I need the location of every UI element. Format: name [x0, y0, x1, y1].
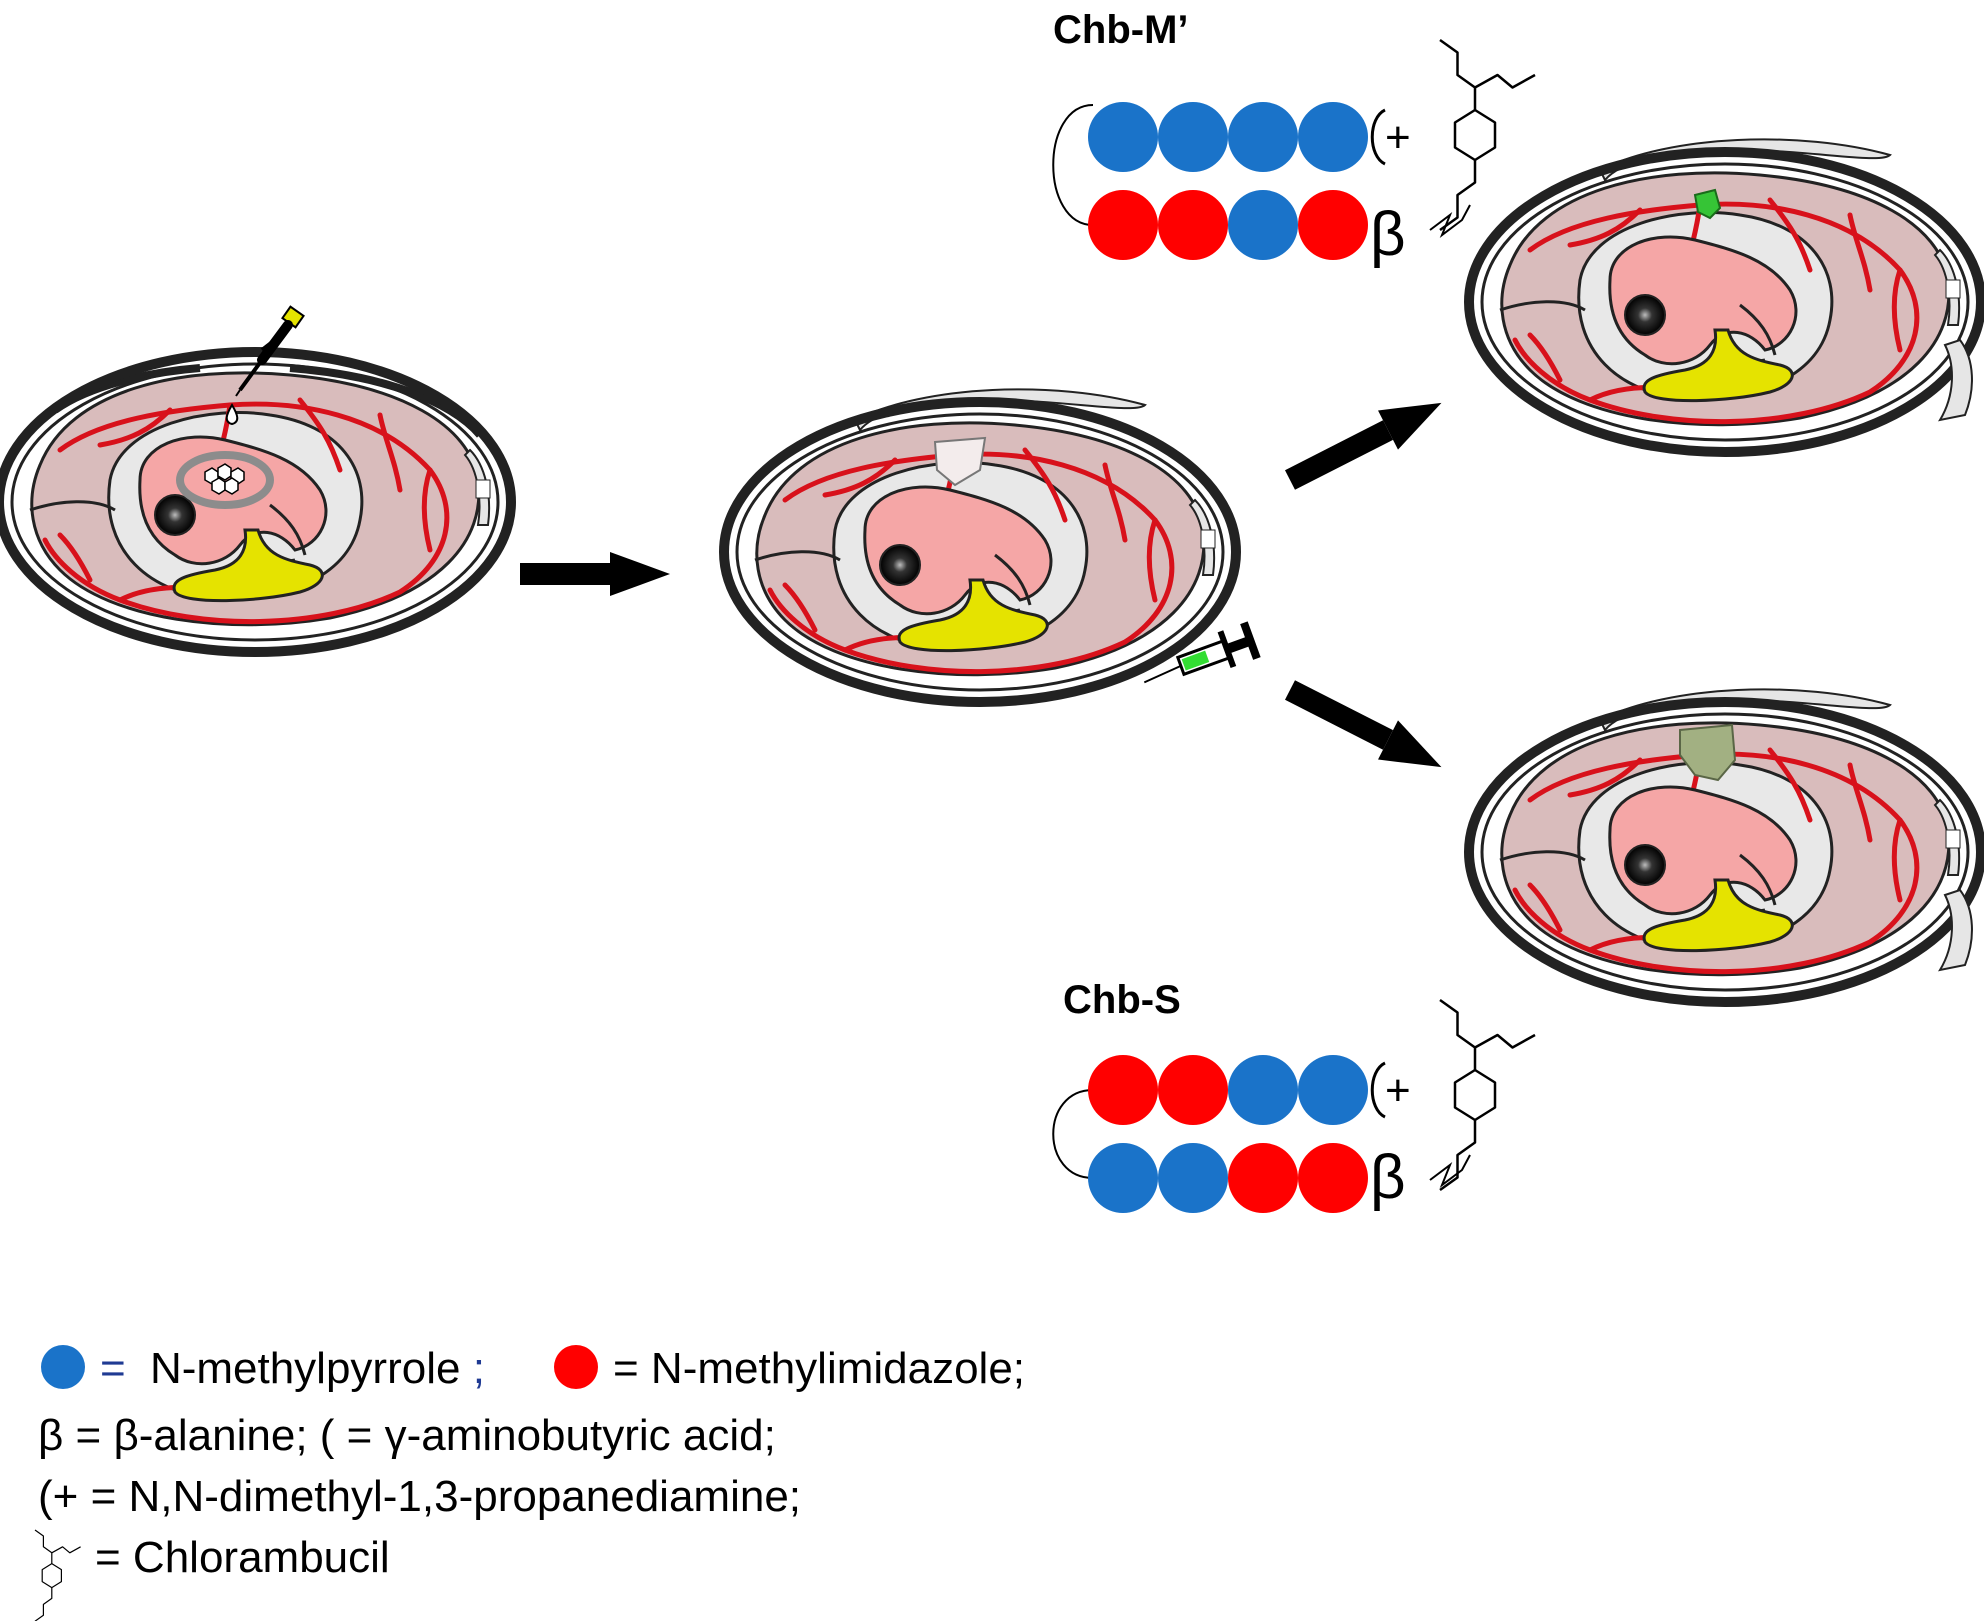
compound-chb-s: Chb-S + β — [1052, 978, 1537, 1213]
monomer-circle — [1228, 1143, 1298, 1213]
legend-pyrrole-eq: = — [100, 1344, 126, 1393]
arrow-to-chb-m — [1285, 383, 1452, 490]
monomer-circle — [1088, 190, 1158, 260]
pipette-icon — [225, 305, 305, 426]
compound-title-chb-s: Chb-S — [1063, 978, 1181, 1022]
gaba-parenthesis — [1370, 1061, 1386, 1119]
beta-alanine-symbol: β — [1370, 1143, 1406, 1212]
monomer-circle — [1228, 1055, 1298, 1125]
egg-chb-m-result — [1469, 138, 1981, 452]
chlorambucil-structure — [1438, 998, 1537, 1192]
egg-chb-s-result — [1469, 688, 1981, 1002]
bottom-lower-row — [1088, 1143, 1368, 1213]
monomer-circle — [1158, 1055, 1228, 1125]
legend-chlorambucil-icon — [34, 1529, 82, 1621]
compound-title-chb-m: Chb-M’ — [1053, 8, 1189, 52]
monomer-circle — [1298, 1143, 1368, 1213]
compound-chb-m: Chb-M’ + β — [1052, 8, 1537, 269]
legend-pyrrole-sep: ; — [473, 1344, 485, 1393]
monomer-circle — [1298, 102, 1368, 172]
bottom-upper-row — [1088, 1055, 1368, 1125]
top-upper-row — [1088, 102, 1368, 172]
legend-line-3: (+ = N,N-dimethyl-1,3-propanediamine; — [38, 1472, 801, 1521]
legend-line-4: = Chlorambucil — [95, 1533, 390, 1582]
dimethylamine-plus: + — [1385, 1066, 1411, 1115]
arrow-to-chb-s — [1285, 680, 1452, 787]
dimethylamine-plus: + — [1385, 113, 1411, 162]
legend-imidazole-label: = N-methylimidazole; — [613, 1344, 1025, 1393]
gaba-parenthesis — [1370, 108, 1386, 166]
egg-stage-2 — [724, 388, 1236, 702]
monomer-circle — [1298, 1055, 1368, 1125]
monomer-circle — [1088, 102, 1158, 172]
legend-pyrrole-label: N-methylpyrrole — [150, 1344, 461, 1393]
beta-alanine-symbol: β — [1370, 200, 1406, 269]
gelatin-sponge — [933, 436, 987, 487]
legend: = N-methylpyrrole ; = N-methylimidazole;… — [34, 1344, 1025, 1621]
syringe-icon — [1143, 621, 1261, 684]
monomer-circle — [1298, 190, 1368, 260]
egg-stage-1 — [0, 352, 511, 652]
monomer-circle — [1158, 190, 1228, 260]
chlorambucil-structure — [1438, 38, 1537, 232]
small-tumor — [1693, 188, 1722, 220]
monomer-circle — [1228, 102, 1298, 172]
legend-line-1: = N-methylpyrrole ; — [100, 1344, 485, 1393]
monomer-circle — [1228, 190, 1298, 260]
legend-line-2: β = β-alanine; ( = γ-aminobutyric acid; — [38, 1411, 776, 1460]
monomer-circle — [1088, 1055, 1158, 1125]
monomer-circle — [1088, 1143, 1158, 1213]
gelatin-sponge-ring — [176, 451, 274, 509]
legend-pyrrole-dot — [41, 1345, 85, 1389]
top-lower-row — [1088, 190, 1368, 260]
legend-imidazole-dot — [554, 1345, 598, 1389]
monomer-circle — [1158, 1143, 1228, 1213]
monomer-circle — [1158, 102, 1228, 172]
large-tumor — [1679, 723, 1737, 782]
arrow-stage1-to-stage2 — [520, 552, 670, 596]
